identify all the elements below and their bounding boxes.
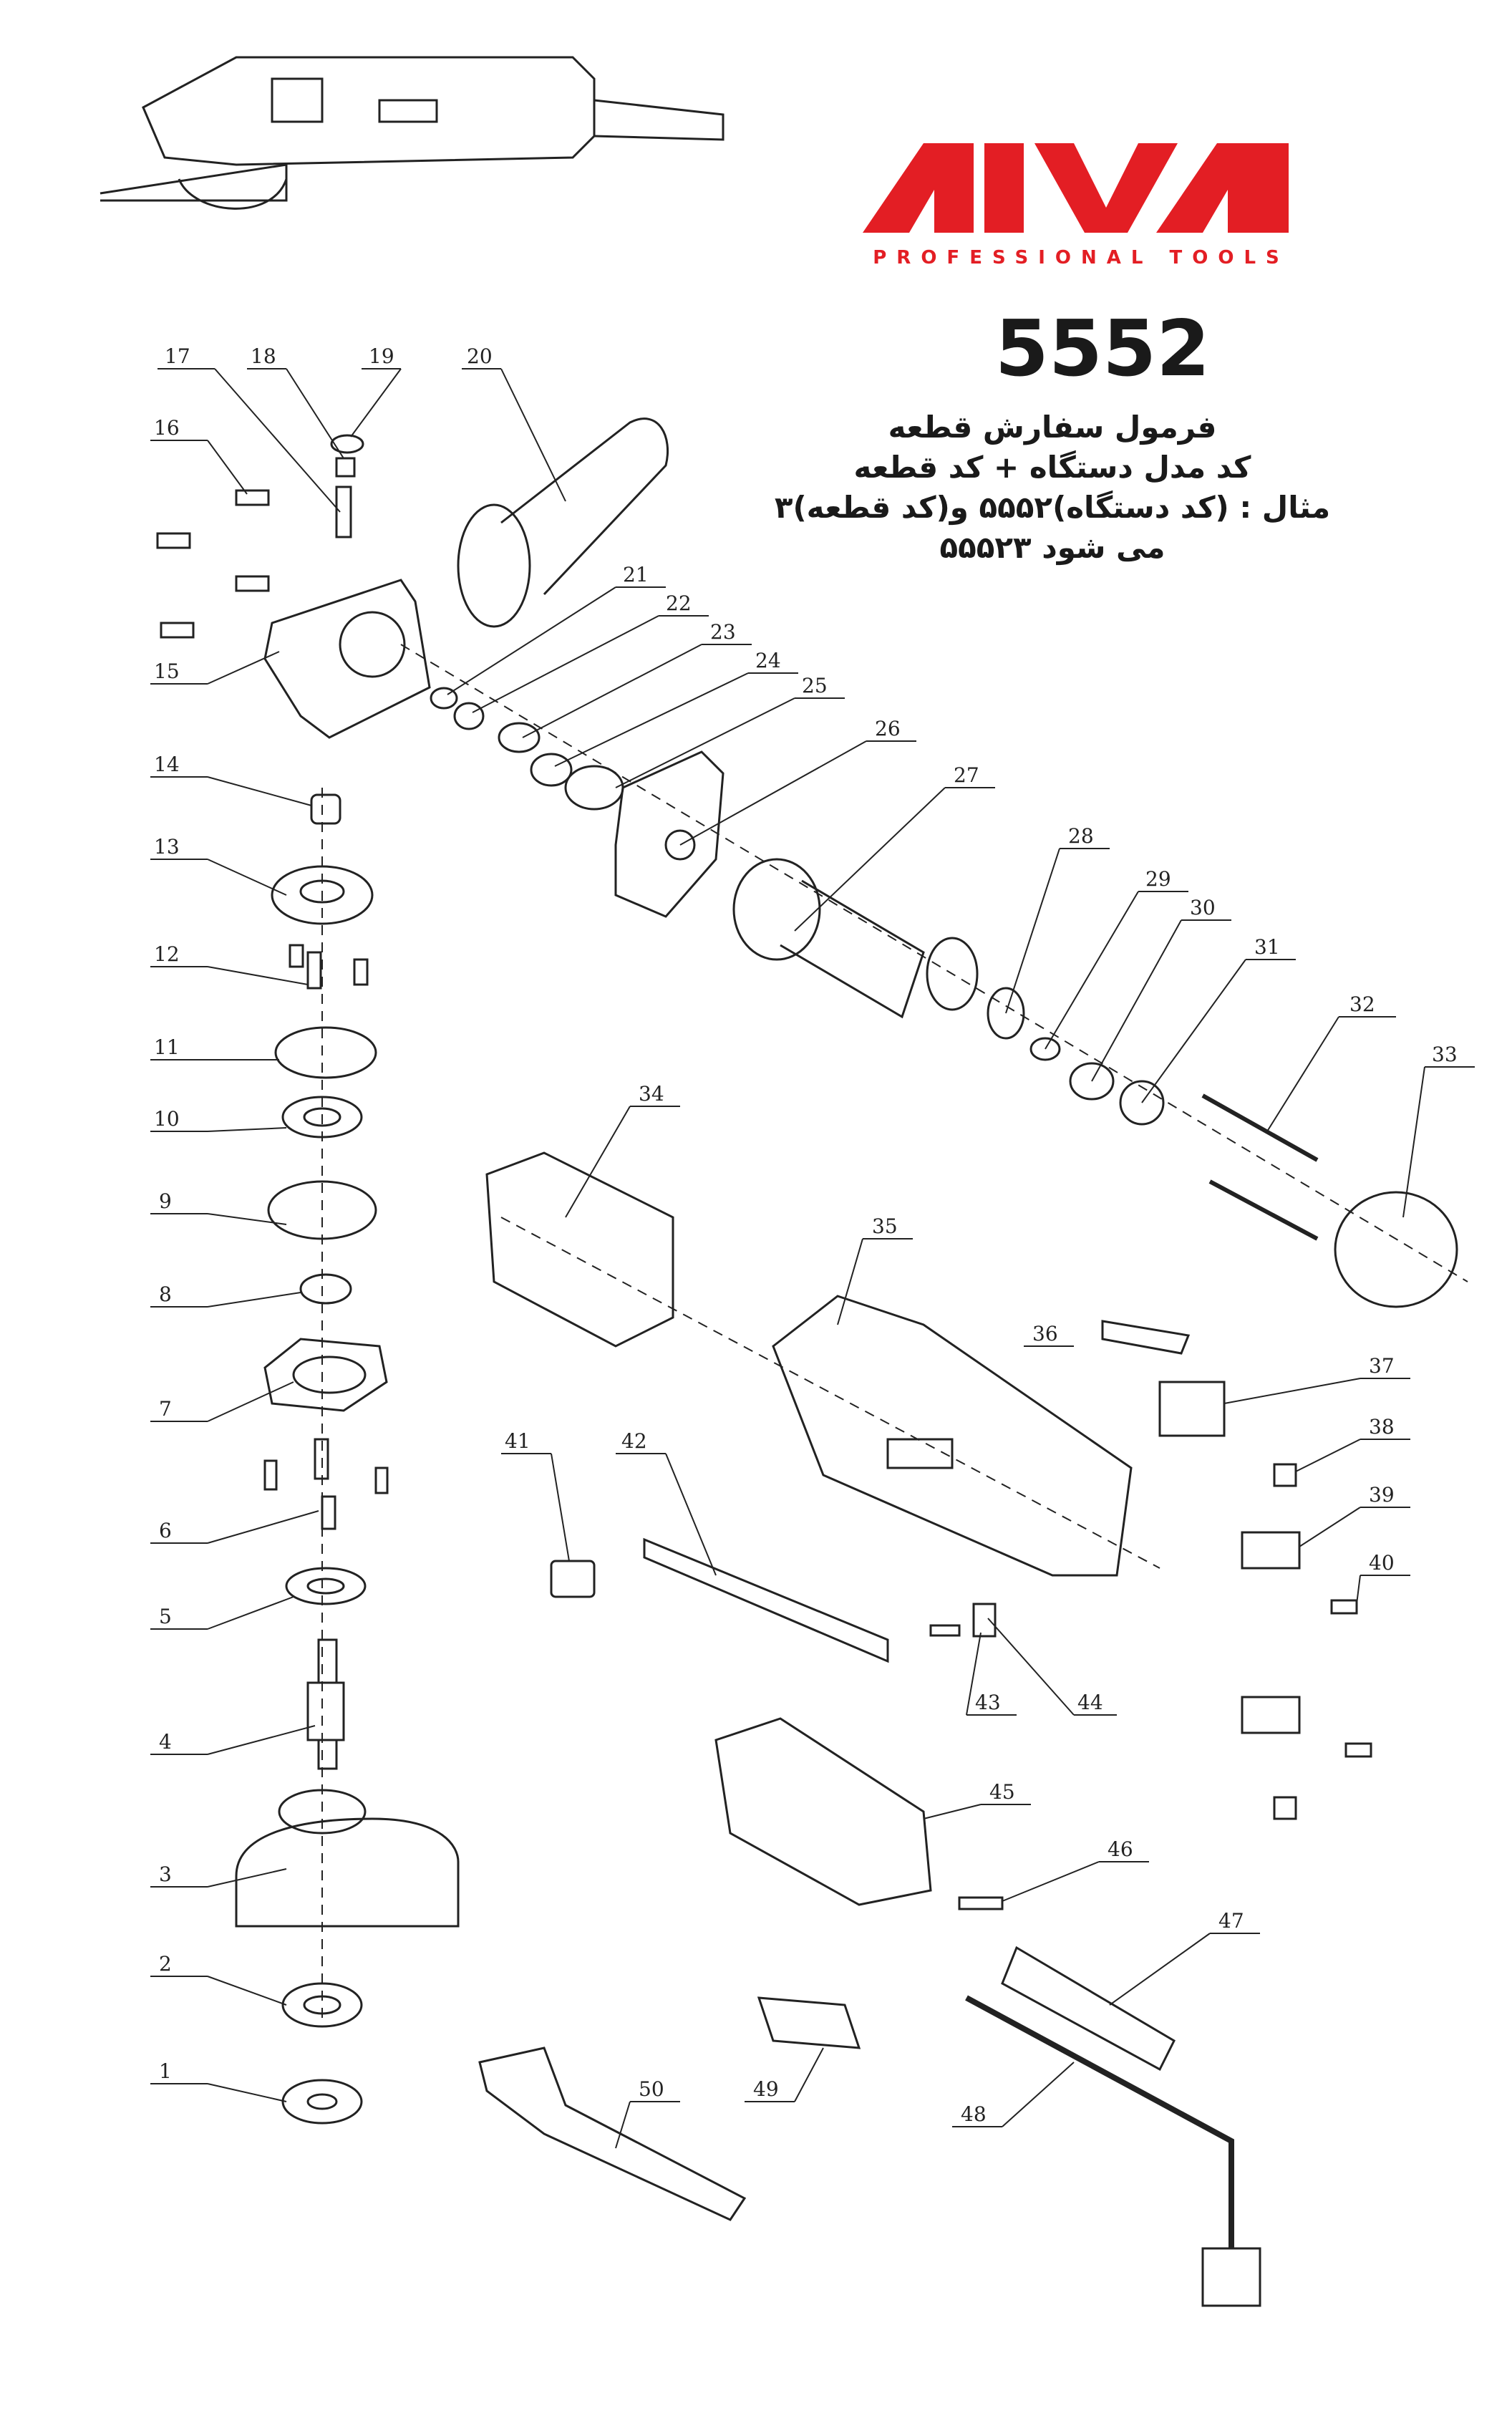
parts-housing	[478, 1151, 1372, 2307]
part-number-texts: 1 2 3 4 5 6 7 8 9 10 11 12 13 14 15 16 1…	[154, 344, 1458, 2126]
brand-tagline: PROFESSIONAL TOOLS	[873, 247, 1289, 269]
tool-overview-sketch	[100, 56, 724, 210]
part-number-10: 10	[154, 1107, 180, 1131]
armature-axis-line	[400, 644, 1468, 1282]
part-number-20: 20	[467, 344, 493, 368]
part-number-35: 35	[872, 1214, 898, 1238]
part-number-26: 26	[875, 717, 901, 740]
part-number-16: 16	[154, 416, 180, 440]
part-number-2: 2	[159, 1952, 172, 1976]
part-number-1: 1	[159, 2059, 172, 2083]
order-instruction-formula: کد مدل دستگاه + کد قطعه	[853, 450, 1251, 485]
part-number-34: 34	[639, 1082, 664, 1106]
part-number-21: 21	[623, 563, 649, 586]
part-number-29: 29	[1145, 867, 1171, 891]
part-number-37: 37	[1369, 1354, 1395, 1378]
part-number-49: 49	[753, 2077, 779, 2101]
part-number-31: 31	[1254, 935, 1280, 959]
part-number-17: 17	[165, 344, 190, 368]
part-number-47: 47	[1218, 1909, 1244, 1933]
part-number-19: 19	[369, 344, 394, 368]
part-number-23: 23	[710, 620, 736, 644]
part-number-13: 13	[154, 835, 180, 859]
part-labels	[150, 368, 1475, 2149]
part-number-43: 43	[975, 1691, 1001, 1714]
part-number-33: 33	[1432, 1043, 1458, 1066]
part-number-14: 14	[154, 753, 180, 776]
order-instruction-title: فرمول سفارش قطعه	[888, 410, 1217, 445]
order-instruction-result: می شود ۵۵۵۲۳	[939, 530, 1166, 565]
part-number-46: 46	[1108, 1837, 1133, 1861]
part-number-18: 18	[251, 344, 276, 368]
parts-armature	[430, 417, 1458, 1308]
part-number-41: 41	[505, 1429, 530, 1453]
part-number-3: 3	[159, 1862, 172, 1886]
part-number-40: 40	[1369, 1551, 1395, 1575]
part-number-28: 28	[1068, 824, 1094, 848]
part-number-11: 11	[154, 1035, 180, 1059]
part-number-42: 42	[621, 1429, 647, 1453]
part-number-44: 44	[1077, 1691, 1103, 1714]
part-number-39: 39	[1369, 1483, 1395, 1507]
part-number-45: 45	[989, 1780, 1015, 1804]
part-number-6: 6	[159, 1519, 172, 1542]
part-number-25: 25	[802, 674, 828, 697]
aiva-logo-graphic	[863, 143, 1289, 233]
part-number-5: 5	[159, 1605, 172, 1628]
part-number-36: 36	[1032, 1322, 1058, 1345]
part-number-8: 8	[159, 1282, 172, 1306]
model-number: 5552	[994, 304, 1211, 394]
order-instruction-example: مثال : (کد دستگاه)۵۵۵۲ و(کد قطعه)۳	[774, 490, 1331, 525]
part-number-27: 27	[954, 763, 979, 787]
parts-vertical	[156, 434, 460, 2125]
part-number-50: 50	[639, 2077, 664, 2101]
part-number-7: 7	[159, 1397, 172, 1421]
part-number-48: 48	[961, 2102, 987, 2126]
part-number-9: 9	[159, 1189, 172, 1213]
part-number-30: 30	[1190, 896, 1216, 919]
motor-axis-line	[500, 1217, 1160, 1569]
part-number-32: 32	[1349, 992, 1375, 1016]
part-number-12: 12	[154, 942, 180, 966]
part-number-15: 15	[154, 659, 180, 683]
part-number-22: 22	[666, 591, 692, 615]
part-number-4: 4	[159, 1730, 172, 1754]
part-number-24: 24	[755, 649, 781, 672]
part-number-38: 38	[1369, 1415, 1395, 1439]
